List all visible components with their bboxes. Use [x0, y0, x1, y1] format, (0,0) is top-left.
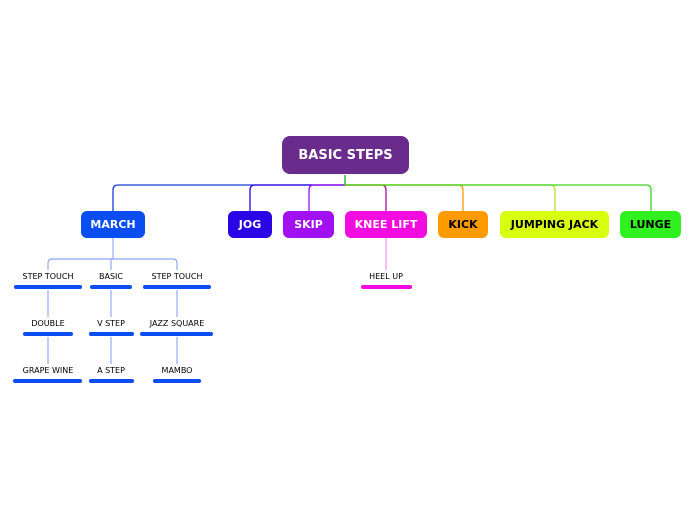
- leaf-underline: [90, 285, 132, 289]
- branch-node-jumping-jack[interactable]: JUMPING JACK: [500, 211, 609, 238]
- branch-node-lunge[interactable]: LUNGE: [620, 211, 681, 238]
- leaf-underline: [13, 379, 82, 383]
- branch-label-kick: KICK: [448, 218, 478, 231]
- leaf-step-touch-2[interactable]: STEP TOUCH: [151, 272, 203, 281]
- branch-node-jog[interactable]: JOG: [228, 211, 272, 238]
- leaf-a-step[interactable]: A STEP: [97, 366, 125, 375]
- leaf-step-touch-1[interactable]: STEP TOUCH: [22, 272, 74, 281]
- leaf-underline: [140, 332, 213, 336]
- leaf-underline: [14, 285, 82, 289]
- branch-node-knee-lift[interactable]: KNEE LIFT: [345, 211, 427, 238]
- leaf-underline: [153, 379, 201, 383]
- connector-march-children: [47, 238, 178, 270]
- leaf-grape-wine[interactable]: GRAPE WINE: [22, 366, 74, 375]
- branch-label-skip: SKIP: [294, 218, 323, 231]
- leaf-double[interactable]: DOUBLE: [31, 319, 65, 328]
- leaf-underline: [361, 285, 412, 289]
- leaf-underline: [89, 379, 134, 383]
- leaf-underline: [89, 332, 134, 336]
- branch-label-lunge: LUNGE: [629, 218, 672, 231]
- leaf-jazz-square[interactable]: JAZZ SQUARE: [149, 319, 205, 328]
- leaf-underline: [143, 285, 211, 289]
- branch-node-kick[interactable]: KICK: [438, 211, 488, 238]
- branch-label-jumping-jack: JUMPING JACK: [510, 218, 599, 231]
- connector-root-knee-lift: [345, 184, 387, 211]
- leaf-mambo[interactable]: MAMBO: [161, 366, 193, 375]
- leaf-basic[interactable]: BASIC: [99, 272, 123, 281]
- branch-node-skip[interactable]: SKIP: [283, 211, 334, 238]
- connector-march-level3: [47, 337, 178, 364]
- connector-root-kick: [345, 184, 464, 211]
- leaf-underline: [23, 332, 73, 336]
- branch-label-jog: JOG: [238, 218, 262, 231]
- connector-root-skip: [308, 184, 345, 211]
- connector-root-march: [112, 175, 346, 211]
- leaf-heel-up[interactable]: HEEL UP: [369, 272, 403, 281]
- branch-label-march: MARCH: [90, 218, 136, 231]
- connector-root-jog: [249, 184, 345, 211]
- branch-label-knee-lift: KNEE LIFT: [354, 218, 418, 231]
- connector-march-level2: [47, 290, 178, 317]
- connector-root-lunge: [344, 175, 652, 211]
- root-node[interactable]: BASIC STEPS: [282, 136, 409, 174]
- root-node-label: BASIC STEPS: [298, 147, 393, 163]
- leaf-v-step[interactable]: V STEP: [97, 319, 125, 328]
- branch-node-march[interactable]: MARCH: [81, 211, 145, 238]
- connector-root-jumping-jack: [345, 184, 556, 211]
